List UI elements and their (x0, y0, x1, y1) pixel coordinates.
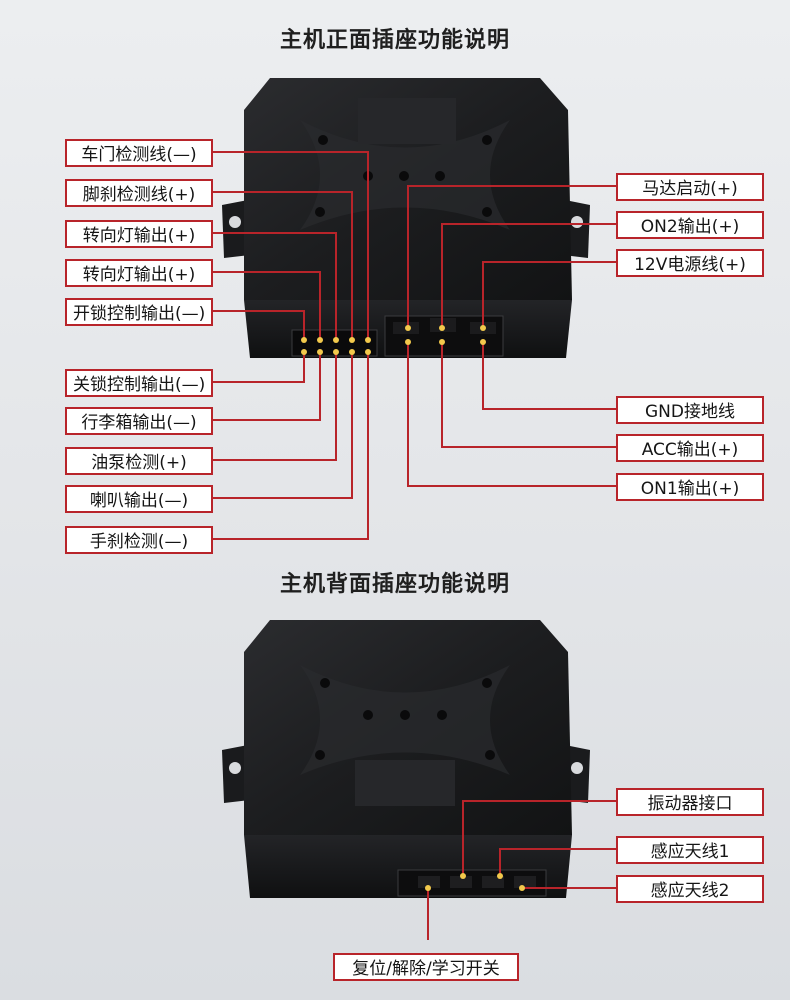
label-on2-output: ON2输出(+) (616, 211, 764, 239)
label-antenna-1: 感应天线1 (616, 836, 764, 864)
label-on1-output: ON1输出(+) (616, 473, 764, 501)
back-connector (397, 869, 547, 897)
label-gnd-ground: GND接地线 (616, 396, 764, 424)
back-pins (425, 873, 525, 891)
label-brake-detect: 脚刹检测线(+) (65, 179, 213, 207)
back-title: 主机背面插座功能说明 (279, 572, 510, 597)
label-fuel-pump-detect: 油泵检测(+) (65, 447, 213, 475)
back-device-body (222, 620, 590, 898)
label-lock-output: 关锁控制输出(—) (65, 369, 213, 397)
label-acc-output: ACC输出(+) (616, 434, 764, 462)
front-left-leader-lines (212, 151, 369, 540)
label-turn-signal-1: 转向灯输出(+) (65, 220, 213, 248)
label-motor-start: 马达启动(+) (616, 173, 764, 201)
label-door-detect: 车门检测线(—) (65, 139, 213, 167)
label-unlock-output: 开锁控制输出(—) (65, 298, 213, 326)
label-horn-output: 喇叭输出(—) (65, 485, 213, 513)
label-turn-signal-2: 转向灯输出(+) (65, 259, 213, 287)
front-left-pins (301, 337, 371, 355)
label-vibration-port: 振动器接口 (616, 788, 764, 816)
label-handbrake-detect: 手刹检测(—) (65, 526, 213, 554)
front-right-leader-lines (407, 185, 617, 487)
label-reset-switch: 复位/解除/学习开关 (333, 953, 519, 981)
front-right-pins (405, 325, 486, 345)
label-trunk-output: 行李箱输出(—) (65, 407, 213, 435)
front-title: 主机正面插座功能说明 (279, 28, 510, 53)
label-antenna-2: 感应天线2 (616, 875, 764, 903)
back-leader-lines (427, 800, 617, 940)
front-right-connector (384, 315, 504, 357)
label-12v-power: 12V电源线(+) (616, 249, 764, 277)
